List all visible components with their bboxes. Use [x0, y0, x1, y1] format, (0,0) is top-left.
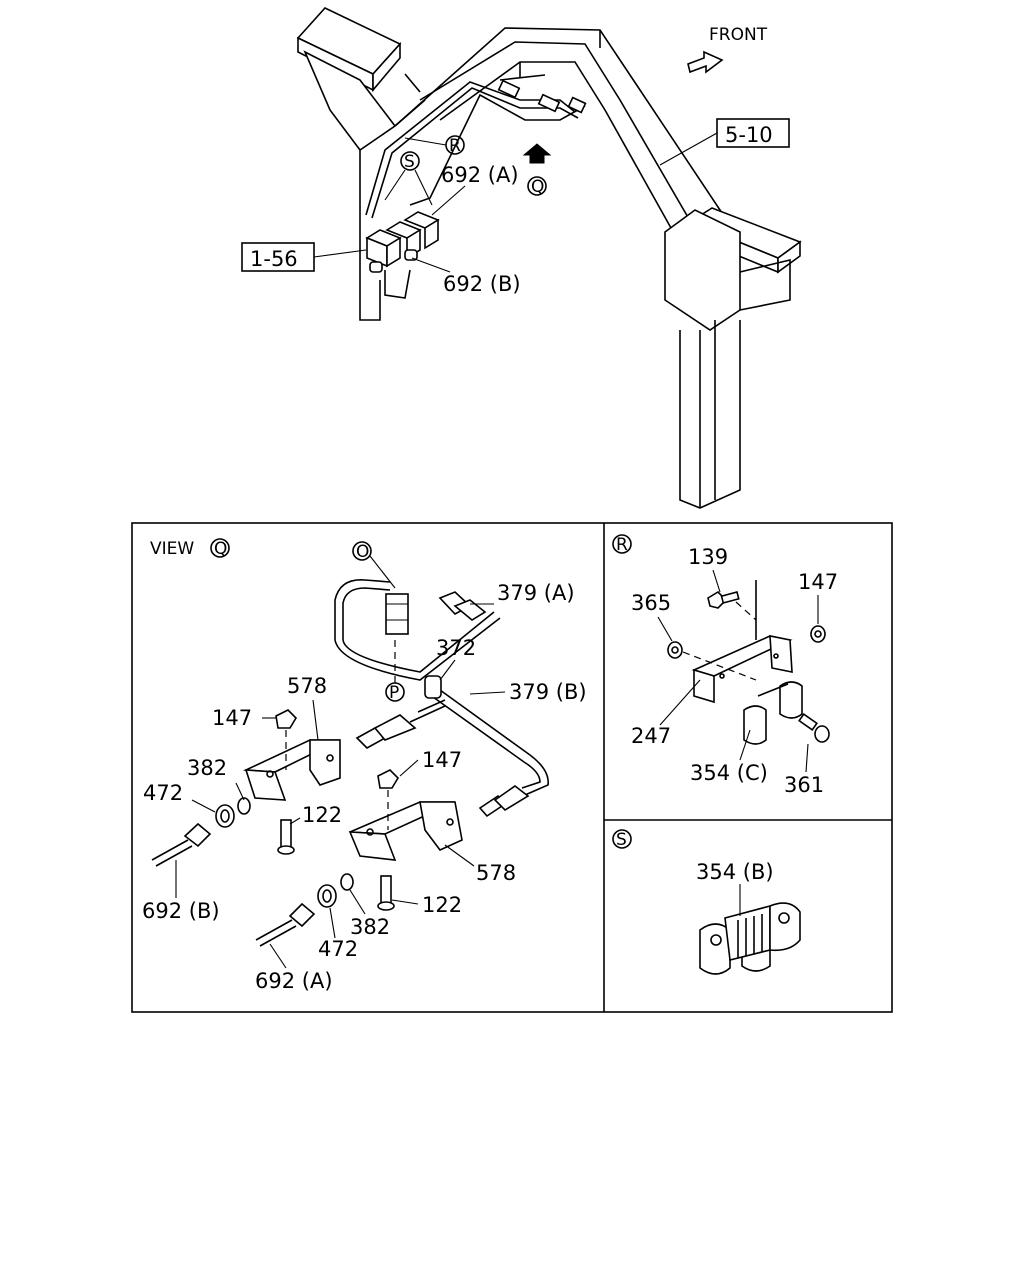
bracket-578-lower	[348, 801, 463, 861]
callout-r: R	[449, 136, 461, 156]
label-382-left: 382	[187, 756, 227, 780]
label-139: 139	[688, 545, 728, 569]
nut-147-left	[275, 709, 298, 770]
pipe-379b	[439, 689, 549, 796]
label-379b: 379 (B)	[509, 680, 587, 704]
fitting-upper	[385, 593, 409, 635]
label-365: 365	[631, 591, 671, 615]
nut-365	[667, 641, 683, 659]
label-122-right: 122	[422, 893, 462, 917]
leader-lines-q	[175, 603, 506, 969]
label-361: 361	[784, 773, 824, 797]
ref-1-56: 1-56	[250, 247, 298, 271]
ref-box-1-56: 1-56	[241, 242, 367, 272]
callout-q: Q	[531, 177, 544, 197]
label-379a: 379 (A)	[497, 581, 575, 605]
label-578-upper: 578	[287, 674, 327, 698]
bolt-122-left	[277, 819, 295, 855]
clamp-372	[417, 675, 446, 713]
label-247: 247	[631, 724, 671, 748]
label-578-lower: 578	[476, 861, 516, 885]
label-472-right: 472	[318, 937, 358, 961]
label-692b-top: 692 (B)	[443, 272, 521, 296]
view-s-callout: S	[616, 830, 627, 850]
nut-472-left	[215, 804, 235, 828]
label-382-right: 382	[350, 915, 390, 939]
label-372: 372	[436, 636, 476, 660]
pipe-run	[365, 74, 587, 219]
left-pillar	[296, 7, 426, 321]
view-r-callout: R	[616, 535, 628, 555]
label-692b: 692 (B)	[142, 899, 220, 923]
nut-147-right	[377, 769, 400, 830]
callout-s-top: S	[384, 151, 433, 206]
detail-panels-frame	[131, 522, 893, 1013]
fitting-right-stud	[478, 785, 530, 818]
top-assembly: FRONT 5-10 1-56 R S Q	[241, 7, 802, 509]
label-472-left: 472	[143, 781, 183, 805]
view-q-panel: VIEW Q O P	[142, 538, 587, 993]
view-s-panel: S 354 (B)	[612, 829, 801, 975]
washer-382-right	[340, 873, 354, 891]
view-q-arrow	[522, 143, 552, 164]
front-label: FRONT	[709, 25, 768, 45]
label-122-left: 122	[302, 803, 342, 827]
view-q-title-callout: Q	[214, 539, 227, 559]
fitting-692a-view	[255, 902, 316, 947]
arch-frame	[394, 27, 741, 263]
bolt-122-right	[377, 875, 395, 911]
label-692a-top: 692 (A)	[441, 163, 519, 187]
fitting-379a-end	[438, 591, 487, 621]
callout-p: P	[389, 683, 399, 703]
right-pillar	[664, 207, 802, 509]
nut-147-r	[810, 625, 826, 643]
nut-472-right	[317, 884, 337, 908]
valve-block	[365, 211, 440, 299]
bolt-361	[798, 713, 830, 743]
bracket-578-upper	[242, 739, 341, 801]
label-354c: 354 (C)	[690, 761, 768, 785]
label-354b: 354 (B)	[696, 860, 774, 884]
callout-o: O	[356, 542, 369, 562]
callout-q-top: Q	[527, 176, 547, 197]
clamp-354c	[743, 681, 803, 745]
view-q-title: VIEW	[150, 539, 194, 559]
view-r-panel: R	[612, 534, 838, 797]
label-147-r: 147	[798, 570, 838, 594]
label-147-left: 147	[212, 706, 252, 730]
front-arrow: FRONT	[687, 25, 768, 74]
ref-5-10: 5-10	[725, 123, 773, 147]
clamp-354b	[699, 902, 801, 975]
ref-box-5-10: 5-10	[659, 118, 790, 166]
bolt-139	[707, 590, 740, 609]
label-692a: 692 (A)	[255, 969, 333, 993]
leader-lines-r	[657, 569, 819, 773]
callout-r-top: R	[404, 135, 465, 156]
callout-s: S	[404, 152, 415, 172]
label-147-right: 147	[422, 748, 462, 772]
fitting-left-stud	[355, 705, 446, 749]
pipe-379a	[334, 579, 391, 640]
fitting-692b-view	[151, 822, 212, 867]
washer-382-left	[237, 797, 251, 815]
